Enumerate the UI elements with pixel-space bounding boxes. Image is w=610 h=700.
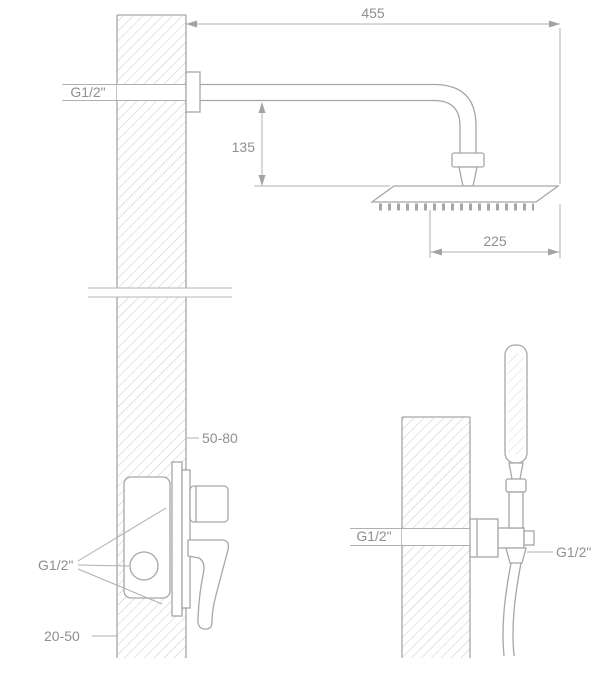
mixer-inlet-port	[129, 551, 159, 581]
thread-label-mixer: G1/2"	[38, 557, 73, 573]
arrow-up-icon	[258, 102, 266, 113]
handle-cone	[508, 462, 524, 480]
mixer-lever-handle	[187, 539, 230, 630]
wall-break-lines	[88, 287, 232, 298]
outlet-thread-label-side: G1/2"	[527, 544, 591, 560]
outlet-thread-label-wall: G1/2"	[350, 528, 470, 546]
mixer-depth-range-label: 50-80	[186, 430, 238, 446]
mixer-plate-outer	[171, 461, 183, 617]
mixer-depth-min-label: 20-50	[44, 628, 117, 644]
thread-label-top: G1/2"	[70, 84, 105, 100]
head-plate	[370, 185, 560, 203]
mixer-collar	[189, 485, 229, 523]
dim-50-80-text: 50-80	[202, 430, 238, 446]
arm-nut	[451, 152, 485, 168]
arrow-left-icon	[431, 248, 442, 256]
thread-label-outlet-side: G1/2"	[556, 544, 591, 560]
mixer-thread-label: G1/2"	[38, 507, 167, 605]
holder-column	[508, 491, 524, 529]
handle-texture	[508, 353, 524, 455]
dimension-head-width: 225	[429, 210, 560, 258]
pipe-stub	[117, 85, 186, 100]
dim-455-text: 455	[361, 5, 385, 21]
wall-outlet	[469, 518, 535, 657]
head-joint	[458, 166, 478, 187]
shower-arm	[185, 71, 485, 187]
shower-hose	[502, 562, 522, 657]
mixer-plate-inner	[181, 469, 191, 609]
shower-head	[370, 185, 560, 211]
mixer-valve	[123, 461, 230, 630]
arrow-right-icon	[549, 20, 560, 28]
dimension-head-drop: 135	[232, 102, 390, 187]
dim-135-text: 135	[232, 139, 256, 155]
outlet-escutcheon	[469, 518, 499, 558]
wall-flange	[185, 71, 201, 113]
handle-nut	[505, 478, 527, 493]
dimension-arm-reach: 455	[186, 5, 561, 258]
arrow-left-icon	[186, 20, 197, 28]
thread-label-outlet-wall: G1/2"	[356, 528, 391, 544]
pipe-stub	[402, 529, 470, 545]
wall-right	[401, 416, 471, 658]
arrow-down-icon	[258, 175, 266, 186]
outlet-cap	[523, 530, 535, 546]
arrow-right-icon	[548, 248, 559, 256]
dim-225-text: 225	[483, 233, 507, 249]
outlet-body	[497, 527, 525, 549]
wall-thread-top: G1/2"	[62, 84, 186, 101]
hose-nut	[505, 547, 527, 564]
hand-shower	[504, 344, 528, 529]
dim-20-50-text: 20-50	[44, 628, 80, 644]
